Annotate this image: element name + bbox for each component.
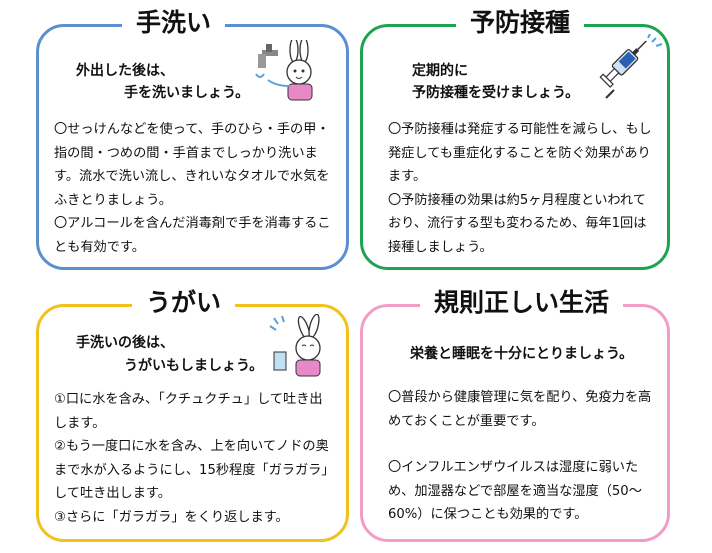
lifestyle-title: 規則正しい生活 bbox=[420, 288, 624, 318]
lifestyle-item-2: 〇インフルエンザウイルスは湿度に弱いため、加湿器などで部屋を適当な湿度（50～6… bbox=[388, 460, 642, 522]
gargling-item-2: ②もう一度口に水を含み、上を向いてノドの奥まで水が入るようにし、15秒程度「ガラ… bbox=[54, 439, 329, 501]
syringe-icon bbox=[599, 34, 663, 99]
vaccination-body: 〇予防接種は発症する可能性を減らし、もし発症しても重症化することを防ぐ効果があり… bbox=[388, 118, 658, 259]
vaccination-lead-line2: 予防接種を受けましょう。 bbox=[412, 85, 580, 101]
gargling-body: ①口に水を含み、「クチュクチュ」して吐き出します。 ②もう一度口に水を含み、上を… bbox=[54, 388, 334, 529]
vaccination-item-1: 〇予防接種は発症する可能性を減らし、もし発症しても重症化することを防ぐ効果があり… bbox=[388, 122, 652, 184]
vaccination-lead-line1: 定期的に bbox=[412, 63, 468, 79]
handwashing-body: 〇せっけんなどを使って、手のひら・手の甲・指の間・つめの間・手首までしっかり洗い… bbox=[54, 118, 332, 259]
rabbit-washing-hands-icon bbox=[255, 40, 313, 101]
handwashing-lead-line1: 外出した後は、 bbox=[76, 63, 174, 79]
handwashing-item-1: 〇せっけんなどを使って、手のひら・手の甲・指の間・つめの間・手首までしっかり洗い… bbox=[54, 122, 330, 208]
vaccination-item-2: 〇予防接種の効果は約5ヶ月程度といわれており、流行する型も変わるため、毎年1回は… bbox=[388, 192, 647, 255]
handwashing-item-2: 〇アルコールを含んだ消毒剤で手を消毒することも有効です。 bbox=[54, 216, 331, 255]
gargling-lead-line2: うがいもしましょう。 bbox=[124, 358, 264, 374]
rabbit-gargling-icon bbox=[269, 314, 321, 377]
gargling-item-1: ①口に水を含み、「クチュクチュ」して吐き出します。 bbox=[54, 392, 323, 431]
handwashing-lead-line2: 手を洗いましょう。 bbox=[124, 85, 250, 101]
lifestyle-lead: 栄養と睡眠を十分にとりましょう。 bbox=[410, 346, 634, 362]
handwashing-title: 手洗い bbox=[122, 8, 226, 38]
gargling-item-3: ③さらに「ガラガラ」をくり返します。 bbox=[54, 509, 289, 525]
lifestyle-body: 〇普段から健康管理に気を配り、免疫力を高めておくことが重要です。 〇インフルエン… bbox=[388, 386, 660, 527]
gargling-lead-line1: 手洗いの後は、 bbox=[76, 335, 174, 351]
lifestyle-card bbox=[360, 304, 670, 542]
lifestyle-item-1: 〇普段から健康管理に気を配り、免疫力を高めておくことが重要です。 bbox=[388, 390, 652, 429]
vaccination-title: 予防接種 bbox=[456, 8, 585, 38]
gargling-title: うがい bbox=[132, 288, 236, 318]
